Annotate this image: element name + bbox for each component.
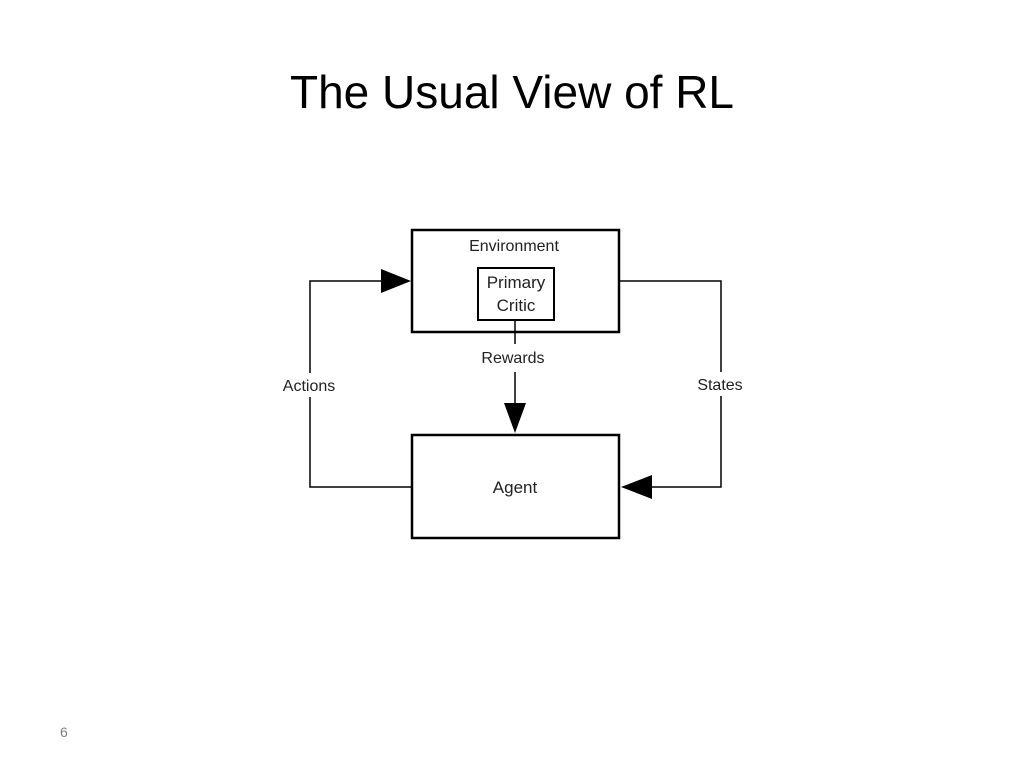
- primary-critic-box: [477, 267, 555, 321]
- rewards-arrowhead: [504, 403, 526, 433]
- primary-critic-label-line1: Primary: [487, 273, 546, 292]
- slide-title: The Usual View of RL: [289, 66, 735, 118]
- states-line-lower: [651, 396, 722, 488]
- actions-line-lower: [309, 397, 412, 488]
- agent-label: Agent: [493, 478, 538, 497]
- actions-arrowhead: [381, 269, 411, 293]
- rewards-label: Rewards: [481, 350, 544, 367]
- environment-label: Environment: [469, 238, 559, 255]
- states-arrowhead: [621, 475, 652, 499]
- states-line-upper: [619, 280, 722, 372]
- page-number: 6: [60, 724, 68, 740]
- actions-line-upper: [309, 280, 382, 373]
- agent-box: [410, 433, 621, 540]
- states-label: States: [697, 377, 742, 394]
- primary-critic-label-line2: Critic: [497, 296, 536, 315]
- actions-label: Actions: [283, 378, 335, 395]
